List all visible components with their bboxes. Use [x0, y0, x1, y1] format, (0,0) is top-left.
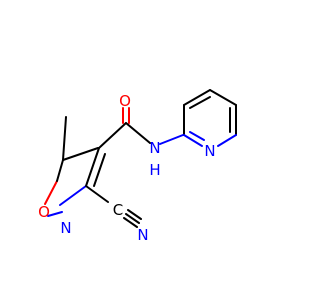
atom-nitrile-nitrogen: N	[137, 226, 148, 244]
bond-py-c6-n	[217, 134, 237, 147]
bond-c4-c3-double	[93, 153, 106, 187]
atom-nitrile-carbon: C	[113, 201, 123, 219]
bond-n2-o1	[47, 211, 63, 217]
bond-py-c3-c4-double	[189, 96, 211, 109]
bond-carbonyl-n	[125, 122, 151, 144]
atom-amide-nitrogen: N	[149, 139, 160, 157]
atom-pyridine-nitrogen: N	[204, 142, 215, 160]
atom-ring-nitrogen: N	[60, 219, 71, 237]
bond-o1-c5	[44, 180, 58, 205]
atom-carbonyl-oxygen: O	[119, 92, 131, 110]
bond-c4-carbonyl	[98, 122, 127, 149]
bond-c4-c3	[85, 147, 100, 187]
bond-c5-c4	[62, 147, 99, 161]
bond-c3-nitrile	[85, 185, 109, 203]
molecule-diagram: O N H N O N C N	[38, 89, 237, 244]
bond-nitrile-triple-c	[127, 209, 142, 220]
atom-ring-oxygen: O	[38, 203, 50, 221]
bond-nitrile-triple-a	[125, 213, 140, 224]
bond-py-n-c2	[183, 134, 203, 147]
bond-c3-n2	[59, 185, 87, 206]
bond-nitrile-triple-b	[123, 217, 138, 228]
atom-amide-hydrogen: H	[149, 161, 160, 179]
bond-py-c4-c5	[209, 89, 237, 106]
bond-py-c3-c4	[183, 89, 211, 106]
structure-canvas: O N H N O N C N	[38, 89, 237, 244]
bond-py-n-c2-double	[189, 131, 205, 141]
bond-methyl	[62, 116, 67, 161]
bond-c5-link	[56, 159, 64, 182]
bond-n-pyridine	[159, 134, 184, 145]
